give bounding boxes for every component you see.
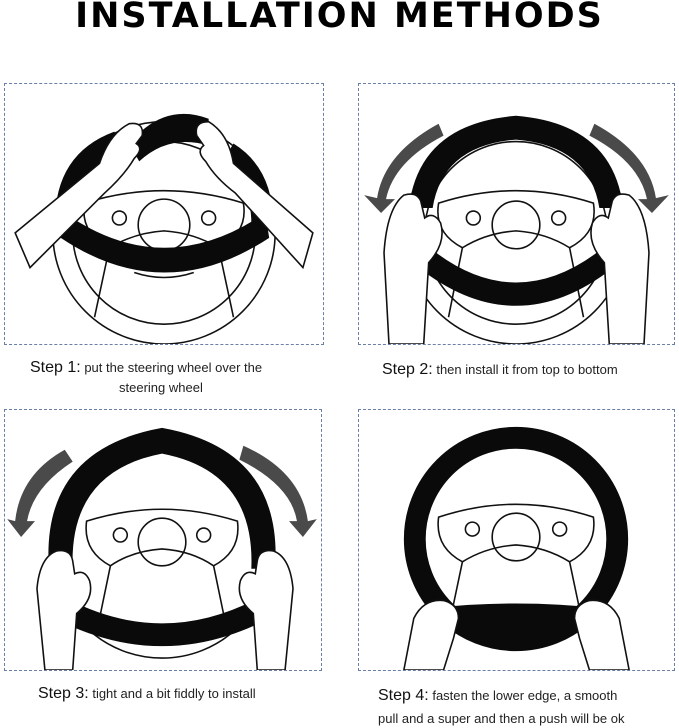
step-4-illustration <box>358 409 675 671</box>
step-2-label: Step 2: <box>382 361 433 378</box>
hand-icon <box>384 194 649 344</box>
step-1-text-line2: steering wheel <box>30 378 320 398</box>
steering-wheel-icon <box>5 410 321 670</box>
step-2-text: then install it from top to bottom <box>436 362 617 377</box>
page-title: INSTALLATION METHODS <box>0 0 679 36</box>
steering-wheel-icon <box>5 84 323 344</box>
step-4-caption: Step 4: fasten the lower edge, a smooth … <box>378 684 678 728</box>
step-4-text: fasten the lower edge, a smooth <box>432 688 617 703</box>
step-1-illustration <box>4 83 324 345</box>
step-2-illustration <box>358 83 675 345</box>
step-4-text-line2: pull and a super and then a push will be… <box>378 707 678 728</box>
step-3-illustration <box>4 409 322 671</box>
steering-wheel-icon <box>359 84 674 344</box>
step-1-caption: Step 1: put the steering wheel over the … <box>30 358 320 398</box>
step-3-text: tight and a bit fiddly to install <box>92 686 255 701</box>
step-4-label: Step 4: <box>378 687 429 704</box>
step-3-label: Step 3: <box>38 685 89 702</box>
step-1-text: put the steering wheel over the <box>84 360 262 375</box>
steering-wheel-icon <box>359 410 674 670</box>
step-2-caption: Step 2: then install it from top to bott… <box>382 360 672 380</box>
step-1-label: Step 1: <box>30 359 81 376</box>
step-3-caption: Step 3: tight and a bit fiddly to instal… <box>38 684 328 704</box>
